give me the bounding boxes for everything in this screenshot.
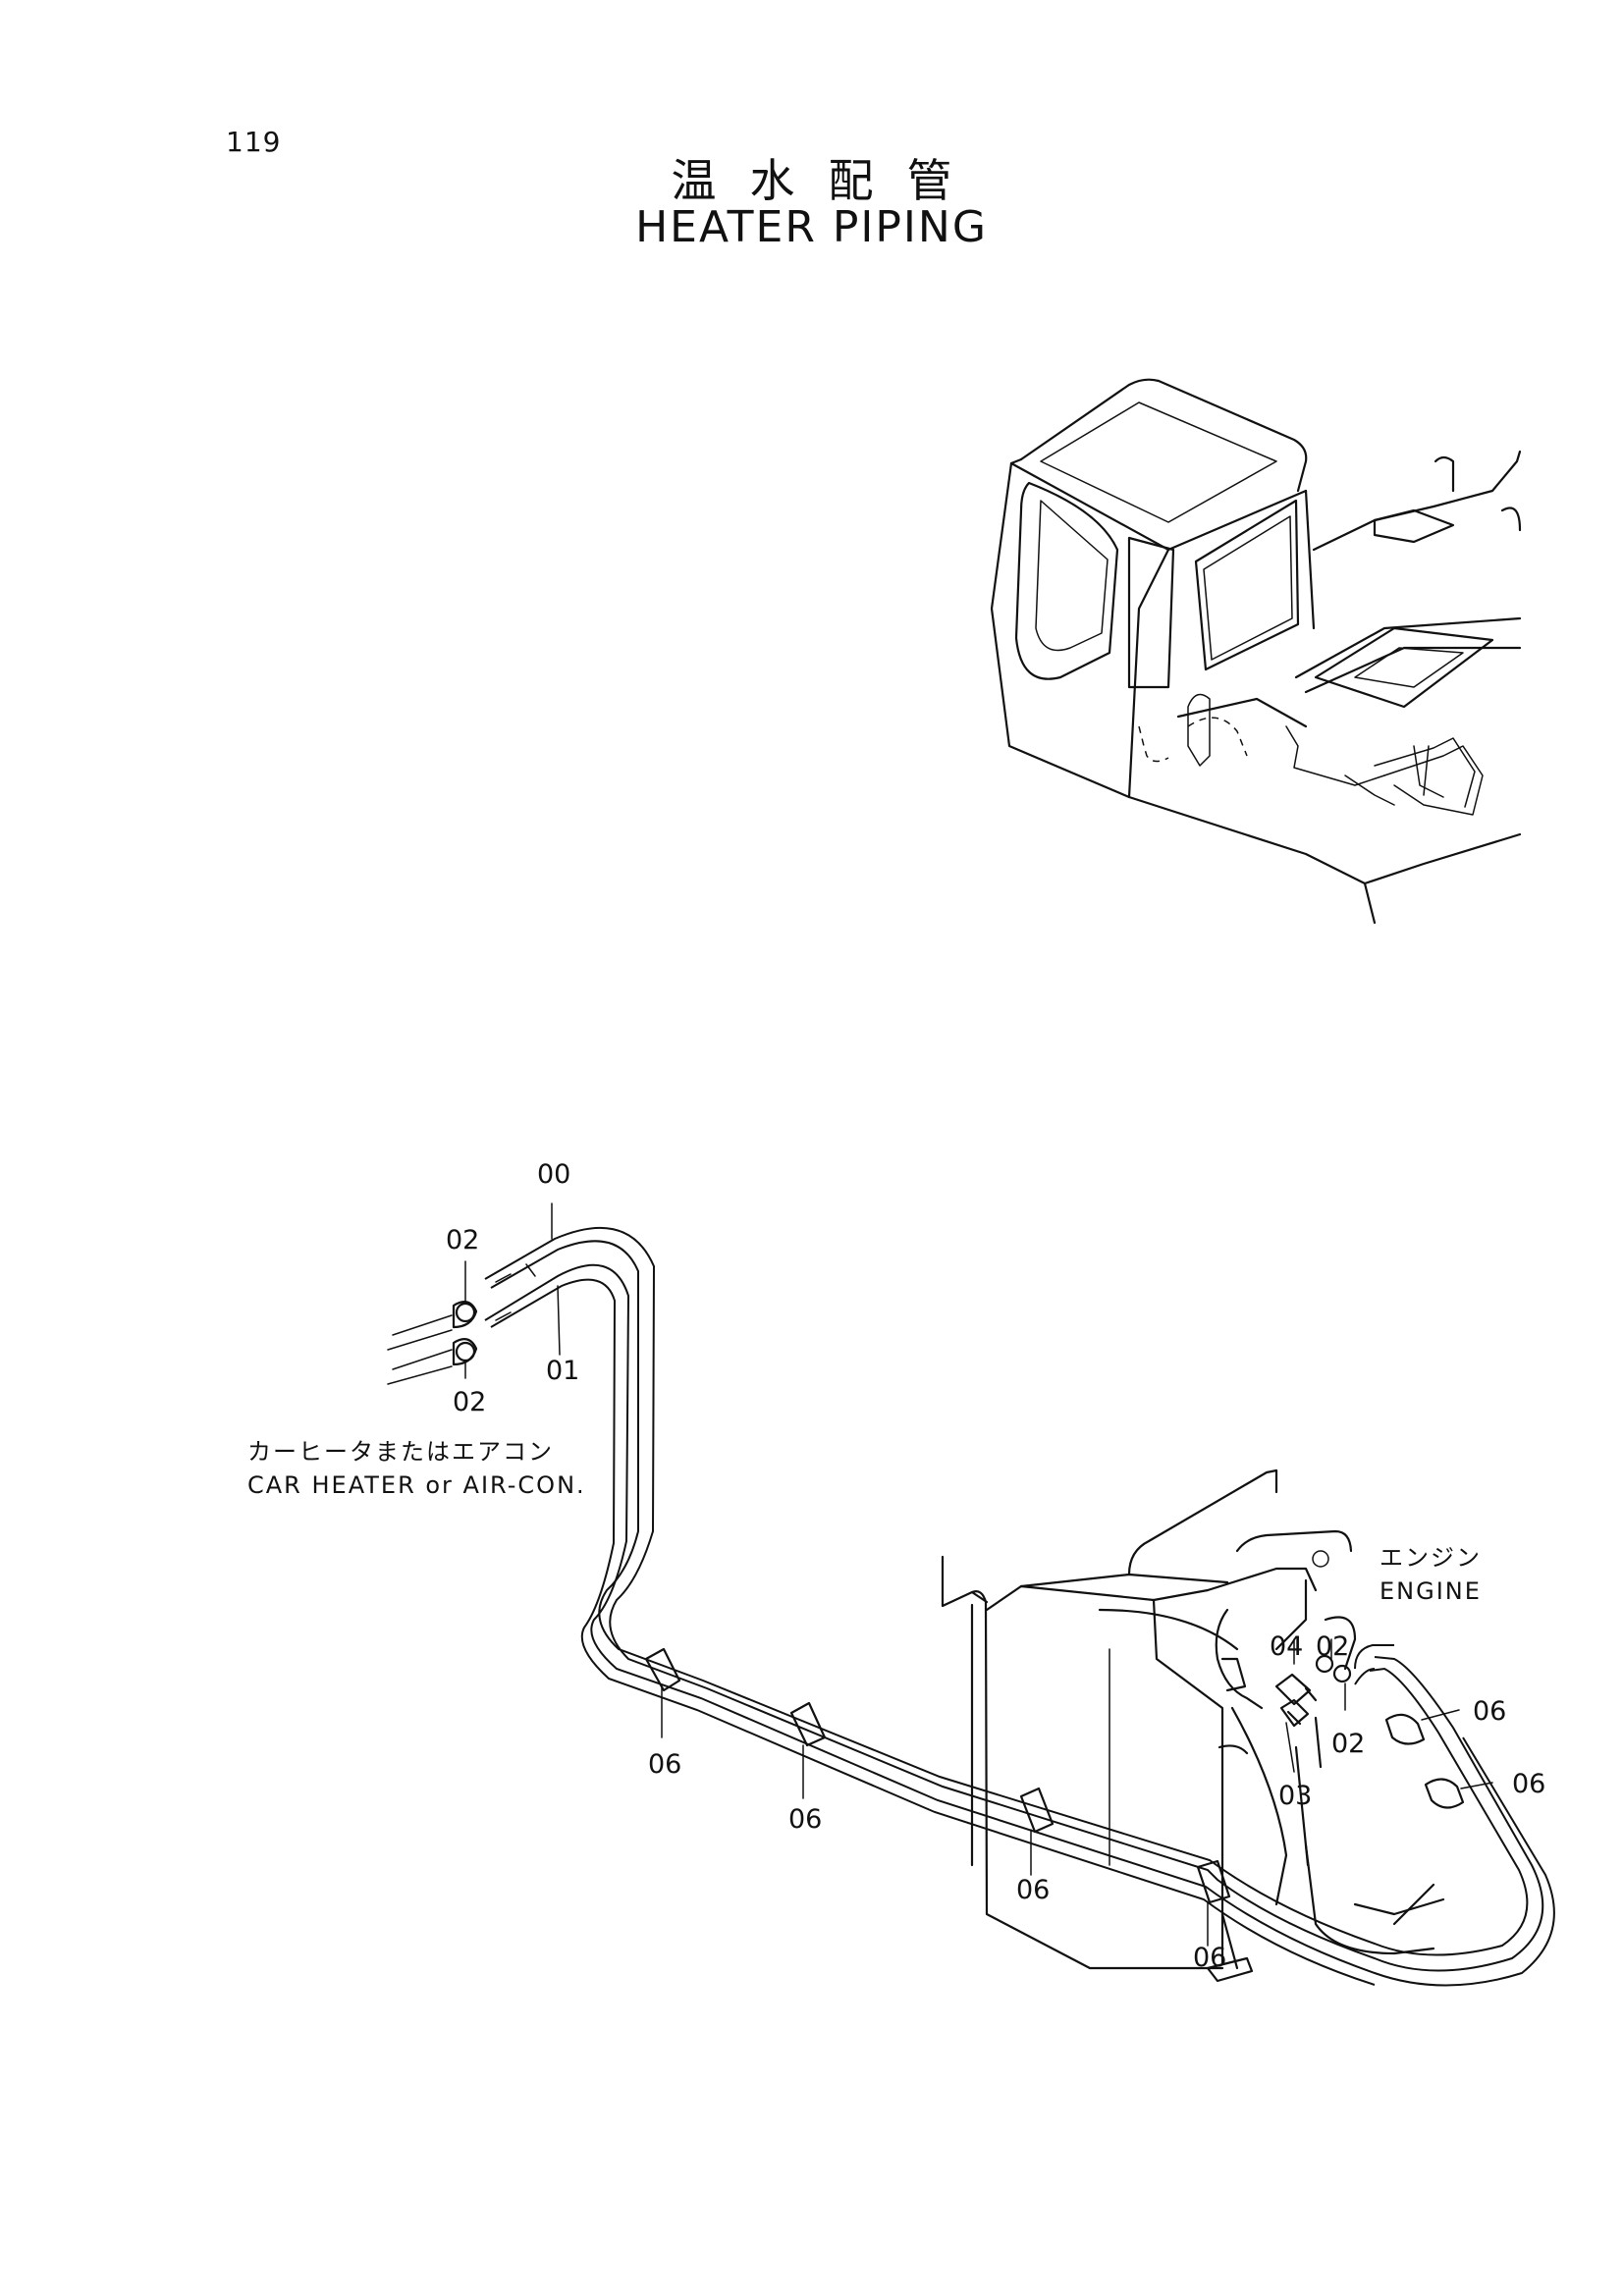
callout-06-b: 06 <box>788 1804 822 1835</box>
callout-06-d: 06 <box>1193 1943 1226 1973</box>
engine-radiator-illustration <box>941 1468 1445 1983</box>
title-japanese: 温水配管 <box>671 154 986 207</box>
callout-06-c: 06 <box>1016 1875 1050 1905</box>
leader-lines <box>464 1202 1493 1947</box>
engine-caption-jp: エンジン <box>1380 1544 1482 1572</box>
callout-02-bottom: 02 <box>453 1387 486 1417</box>
title-english: HEATER PIPING <box>635 202 988 252</box>
callout-06-e: 06 <box>1473 1696 1506 1727</box>
heater-hose-pair <box>387 1226 1555 1987</box>
callout-04: 04 <box>1270 1631 1303 1662</box>
heater-caption-en: CAR HEATER or AIR-CON. <box>247 1471 586 1499</box>
callout-00: 00 <box>537 1159 570 1190</box>
engine-caption-en: ENGINE <box>1380 1577 1482 1605</box>
callout-03: 03 <box>1278 1781 1312 1811</box>
callout-01: 01 <box>546 1356 579 1386</box>
engine-caption: エンジン ENGINE <box>1380 1541 1482 1608</box>
excavator-overview-illustration <box>990 378 1522 925</box>
page-number: 119 <box>226 126 282 158</box>
callout-02-engine-top: 02 <box>1316 1631 1349 1662</box>
callout-06-a: 06 <box>648 1749 681 1780</box>
callout-02-engine-bottom: 02 <box>1331 1729 1365 1759</box>
heater-caption-jp: カーヒータまたはエアコン <box>247 1438 554 1466</box>
callout-06-f: 06 <box>1512 1769 1545 1799</box>
clamp-bands <box>644 1647 1465 1904</box>
callout-02-top: 02 <box>446 1225 479 1255</box>
heater-caption: カーヒータまたはエアコン CAR HEATER or AIR-CON. <box>247 1435 586 1502</box>
